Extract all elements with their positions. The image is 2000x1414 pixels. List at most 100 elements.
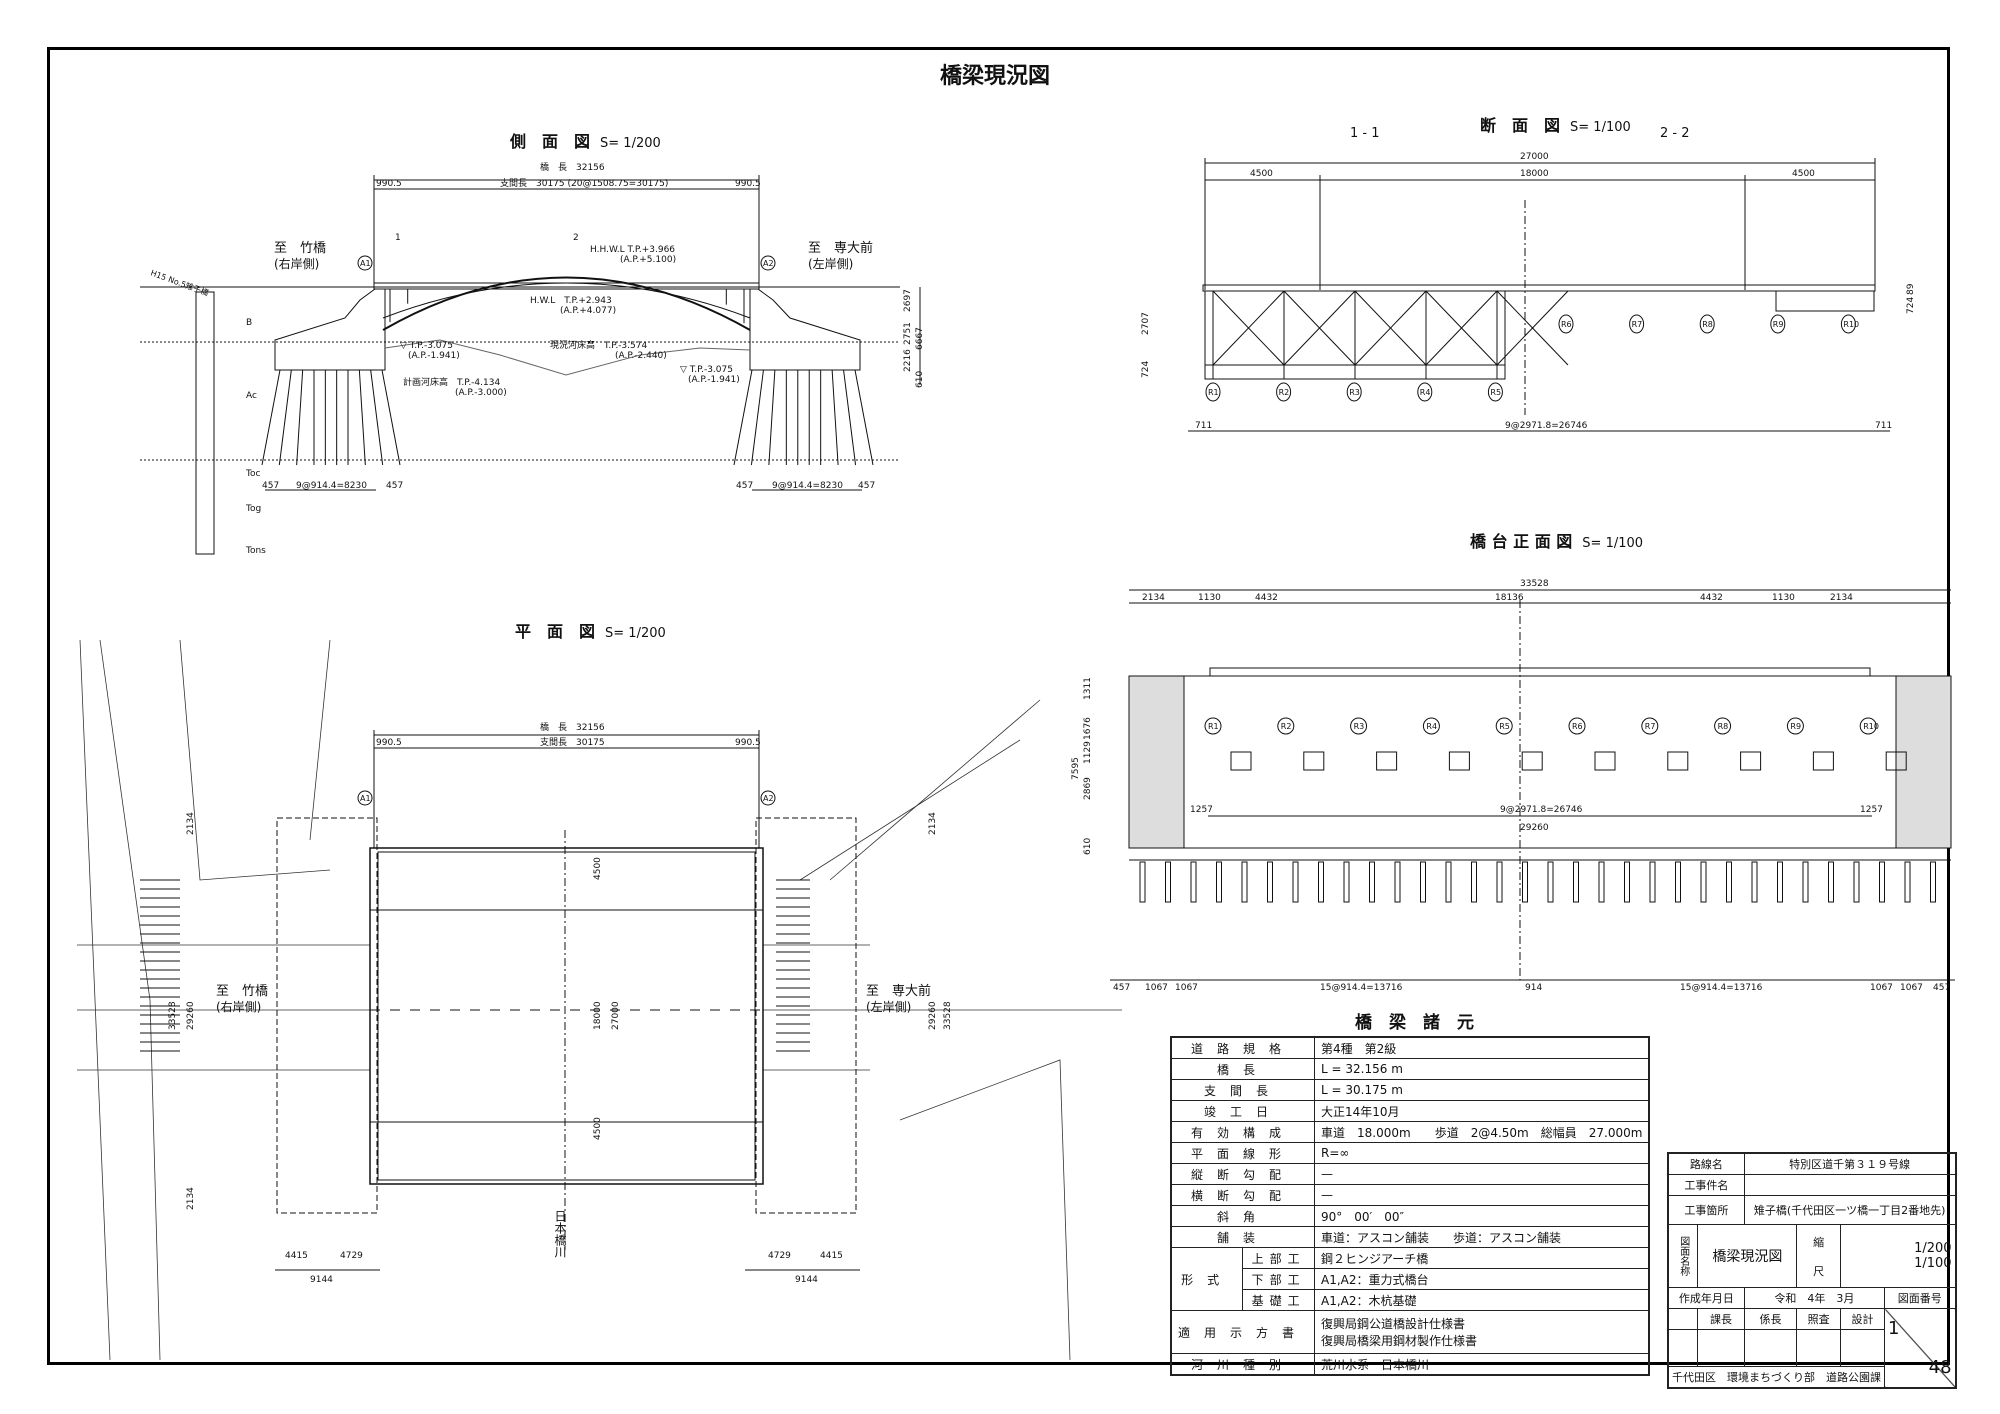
abutment-top-dim: 2134 [1142,593,1165,603]
a2-marker [760,255,776,271]
a2-label: A2 [763,259,774,268]
a1-marker [357,255,373,271]
water-level-left-ap: (A.P.-1.941) [408,351,460,361]
edge-dim: 990.5 [376,179,402,189]
bearing-label: R9 [1790,722,1801,731]
girder-label: R9 [1773,320,1784,329]
spec-row: 舗装車道：アスコン舗装 歩道：アスコン舗装 [1170,1226,1650,1248]
work-label: 工事件名 [1667,1174,1745,1196]
route-value: 特別区道千第３１９号線 [1743,1152,1957,1175]
pile [1904,861,1911,903]
pile [768,369,776,466]
bearing-marker [1786,717,1804,735]
bearing-pad [1740,751,1762,771]
girder-marker-r1 [1205,382,1221,402]
boring-log [195,291,215,555]
girder-label: R3 [1349,388,1360,397]
spec-row: 竣工日大正14年10月 [1170,1100,1650,1122]
bearing-marker [1568,717,1586,735]
river-name: 日本橋川 [553,1210,567,1258]
pile-dim: 457 [858,481,875,491]
abutment-mid-dim: 1257 [1860,805,1883,815]
girder-marker-r8 [1699,314,1715,334]
abutment-bottom-dim: 914 [1525,983,1542,993]
pile [1343,861,1350,903]
role-label: 課長 [1697,1308,1745,1330]
a1-label: A1 [360,259,371,268]
pile [296,369,304,466]
plan-dim: 2134 [186,1187,196,1210]
pile [370,369,384,466]
pile [1241,861,1248,903]
abutment-mid-dim: 1257 [1190,805,1213,815]
bearing-label: R5 [1499,722,1510,731]
spec-value: L = 32.156 m [1314,1058,1650,1080]
height-dim: 6667 [915,327,925,350]
abutment-top-dim: 1130 [1198,593,1221,603]
sheet-title: 橋梁現況図 [940,64,1051,89]
pile [1267,861,1273,903]
plan-bottom-dim: 9144 [310,1275,333,1285]
section-mark: 2 [573,233,579,243]
bearing-label: R8 [1718,722,1729,731]
cut-2-label: 2 - 2 [1660,126,1690,141]
pile [1777,861,1783,903]
pile [1726,861,1732,903]
plan-a2: A2 [763,794,774,803]
pile [1139,861,1146,903]
wing-wall-left [1128,675,1185,849]
pile [854,369,874,466]
bridge-deck [373,282,760,290]
abutment-width-dim: 29260 [1520,823,1549,833]
role-label: 係長 [1743,1308,1798,1330]
height-dim: 2751 [903,322,913,345]
layer-label: B [246,318,252,328]
pile [1420,861,1426,903]
brace [1212,290,1285,366]
spec-value: 鋼２ヒンジアーチ橋 [1314,1247,1650,1269]
pile [1802,861,1809,903]
bearing-pad [1667,751,1689,771]
girder-marker-r4 [1417,382,1433,402]
plan-bridge-length: 橋 長 32156 [540,721,605,733]
spec-row: 有効構成車道 18.000m 歩道 2@4.50m 総幅員 27.000m [1170,1121,1650,1143]
crosswalk [140,879,810,1052]
spec-value: — [1314,1163,1650,1185]
plan-direction-right: 至 専大前 [866,983,931,999]
girder-label: R7 [1632,320,1643,329]
girder-label: R10 [1843,320,1859,329]
bearing-pad [1448,751,1470,771]
pile [1547,861,1554,903]
drawing-name: 橋梁現況図 [1697,1224,1798,1288]
pile [831,369,839,466]
spec-row: 横断勾配— [1170,1184,1650,1206]
side-view [140,175,921,555]
spec-label: 斜角 [1170,1205,1316,1227]
pile [1318,861,1324,903]
pile [1394,861,1401,903]
plan-view [77,639,1122,1361]
bearing-marker [1350,717,1368,735]
pile-dim: 457 [386,481,403,491]
work-value [1743,1174,1957,1196]
layer-label: Toc [245,469,260,479]
plan-bottom-dim: 4729 [768,1251,791,1261]
current-bed-label: 現況河床高 T.P.-3.574 [550,339,647,351]
brace [1283,290,1356,366]
abutment-height-dim: 1676 [1083,717,1093,740]
spec-label: 縦断勾配 [1170,1163,1316,1185]
bearing-pad [1521,751,1543,771]
abutment-height-dim: 610 [1083,838,1093,855]
spec-sublabel: 下部工 [1242,1268,1316,1290]
spec-row: 縦断勾配— [1170,1163,1650,1185]
bearing-label: R6 [1572,722,1583,731]
